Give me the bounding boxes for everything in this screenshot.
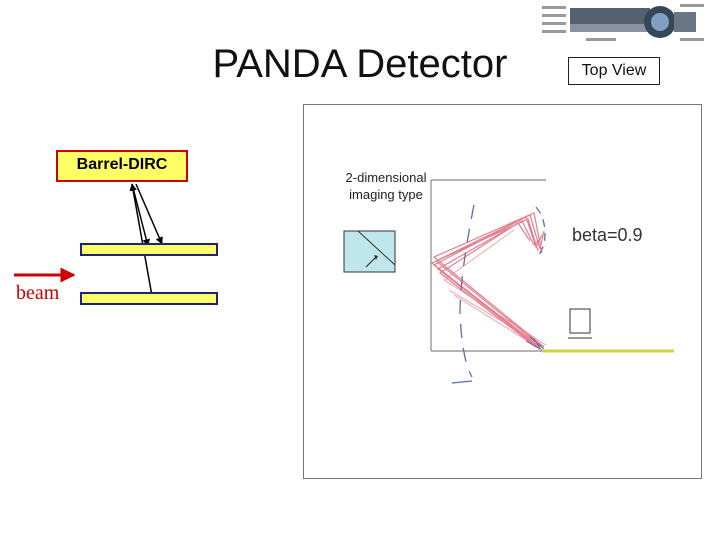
detector-thumbnail xyxy=(542,4,704,41)
slide-title: PANDA Detector xyxy=(212,42,508,86)
beam-label: beam xyxy=(16,282,60,304)
imaging-line-2: imaging type xyxy=(349,187,423,202)
imaging-type-label: 2-dimensional imaging type xyxy=(326,169,446,203)
cherenkov-ray-trace xyxy=(343,179,674,384)
dirc-bar-lower xyxy=(80,292,218,305)
barrel-dirc-label: Barrel-DIRC xyxy=(56,150,188,182)
photon-path-line xyxy=(131,183,150,247)
photon-path-line xyxy=(135,183,163,245)
photon-path-line xyxy=(129,183,153,297)
beta-label: beta=0.9 xyxy=(572,225,643,245)
dirc-bar-upper xyxy=(80,243,218,256)
imaging-panel: 2-dimensional imaging type beta=0.9 xyxy=(303,104,702,479)
imaging-line-1: 2-dimensional xyxy=(345,170,427,185)
barrel-dirc-schematic xyxy=(14,183,163,297)
top-view-label: Top View xyxy=(568,57,660,85)
